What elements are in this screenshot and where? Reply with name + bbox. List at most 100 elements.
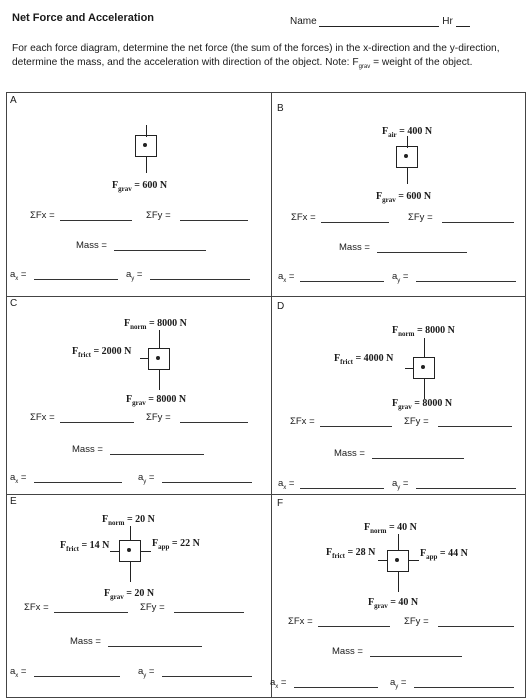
panel-c-ay-input[interactable] (162, 482, 252, 483)
panel-e-mass-label: Mass = (70, 636, 101, 647)
panel-a-fgrav: Fgrav = 600 N (112, 180, 168, 193)
name-input[interactable] (319, 16, 440, 27)
panel-f-normal-arrow (398, 534, 399, 550)
panel-a-ax-input[interactable] (34, 279, 118, 280)
panel-e-fapp: Fapp = 22 N (152, 538, 200, 551)
panel-f-object (387, 550, 409, 572)
panel-a-mass-label: Mass = (76, 240, 107, 251)
panel-b-fgrav: Fgrav = 600 N (376, 191, 432, 204)
panel-b-air-arrow (407, 136, 408, 148)
instructions: For each force diagram, determine the ne… (12, 43, 500, 71)
panel-d-ax-label: ax = (278, 478, 295, 491)
panel-c-sfx-input[interactable] (60, 422, 134, 423)
panel-d-friction-arrow (405, 368, 413, 369)
panel-b-sfy-input[interactable] (442, 222, 514, 223)
panel-a-sfx-input[interactable] (60, 220, 132, 221)
panel-a-ax-label: ax = (10, 269, 27, 282)
panel-f-ax-input[interactable] (294, 687, 378, 688)
panel-d-fnorm: Fnorm = 8000 N (392, 325, 455, 338)
panel-b-ay-label: ay = (392, 271, 409, 284)
panel-a-sfy-input[interactable] (180, 220, 248, 221)
panel-c-normal-arrow (159, 330, 160, 348)
panel-c-ffrict: Ffrict = 2000 N (72, 346, 132, 359)
panel-a-gravity-arrow (146, 157, 147, 173)
hr-input[interactable] (455, 16, 470, 27)
panel-c-mass-input[interactable] (110, 454, 204, 455)
panel-b-sfy-label: ΣFy = (408, 212, 433, 223)
panel-b-fair: Fair = 400 N (382, 126, 433, 139)
panel-e-ax-input[interactable] (34, 676, 120, 677)
panel-d-ffrict: Ffrict = 4000 N (334, 353, 394, 366)
panel-a-ay-label: ay = (126, 269, 143, 282)
panel-f-label: F (277, 498, 284, 509)
panel-d-normal-arrow (424, 338, 425, 358)
name-label: Name (290, 16, 317, 27)
panel-d-fgrav: Fgrav = 8000 N (392, 398, 453, 411)
panel-c-sfx-label: ΣFx = (30, 412, 55, 423)
panel-b-sfx-input[interactable] (321, 222, 389, 223)
panel-e-applied-arrow (141, 551, 151, 552)
panel-b-mass-label: Mass = (339, 242, 370, 253)
panel-f-sfx-input[interactable] (318, 626, 390, 627)
panel-e-object (119, 540, 141, 562)
panel-f-fapp: Fapp = 44 N (420, 548, 468, 561)
grid-divider-2 (6, 494, 526, 495)
panel-e-gravity-arrow (130, 562, 131, 582)
panel-a-mass-input[interactable] (114, 250, 206, 251)
panel-e-ffrict: Ffrict = 14 N (60, 540, 110, 553)
panel-b-ax-label: ax = (278, 271, 295, 284)
panel-d-label: D (277, 301, 285, 312)
panel-e-sfy-label: ΣFy = (140, 602, 165, 613)
panel-f-fnorm: Fnorm = 40 N (364, 522, 417, 535)
worksheet-title: Net Force and Acceleration (12, 12, 155, 24)
panel-b-sfx-label: ΣFx = (291, 212, 316, 223)
panel-e-normal-arrow (130, 526, 131, 540)
panel-f-ax-label: ax = (270, 677, 287, 690)
panel-f-sfy-label: ΣFy = (404, 616, 429, 627)
panel-b-mass-input[interactable] (377, 252, 467, 253)
panel-c-gravity-arrow (159, 370, 160, 390)
panel-f-mass-input[interactable] (370, 656, 462, 657)
panel-a-ay-input[interactable] (150, 279, 250, 280)
panel-d-ay-input[interactable] (416, 488, 516, 489)
panel-f-ffrict: Ffrict = 28 N (326, 547, 376, 560)
panel-f-ay-input[interactable] (414, 687, 514, 688)
panel-f-friction-arrow (378, 560, 387, 561)
panel-d-gravity-arrow (424, 379, 425, 399)
panel-e-label: E (10, 496, 17, 507)
panel-c-mass-label: Mass = (72, 444, 103, 455)
panel-c-ax-input[interactable] (34, 482, 122, 483)
panel-b-ay-input[interactable] (416, 281, 516, 282)
panel-d-sfx-input[interactable] (320, 426, 392, 427)
panel-c-sfy-label: ΣFy = (146, 412, 171, 423)
panel-e-ax-label: ax = (10, 666, 27, 679)
panel-f-sfy-input[interactable] (438, 626, 514, 627)
panel-d-mass-input[interactable] (372, 458, 464, 459)
panel-d-object (413, 357, 435, 379)
panel-b-ax-input[interactable] (300, 281, 384, 282)
panel-e-ay-input[interactable] (162, 676, 252, 677)
panel-d-sfx-label: ΣFx = (290, 416, 315, 427)
panel-a-label: A (10, 95, 17, 106)
panel-e-sfx-label: ΣFx = (24, 602, 49, 613)
panel-e-friction-arrow (110, 551, 119, 552)
panel-e-sfy-input[interactable] (174, 612, 244, 613)
panel-grid (6, 92, 526, 698)
panel-f-applied-arrow (409, 560, 419, 561)
panel-c-ay-label: ay = (138, 472, 155, 485)
panel-f-fgrav: Fgrav = 40 N (368, 597, 419, 610)
panel-e-sfx-input[interactable] (54, 612, 128, 613)
panel-c-friction-arrow (140, 358, 148, 359)
panel-c-object (148, 348, 170, 370)
name-field: Name Hr (290, 16, 470, 27)
panel-d-ax-input[interactable] (300, 488, 384, 489)
panel-d-mass-label: Mass = (334, 448, 365, 459)
panel-e-ay-label: ay = (138, 666, 155, 679)
panel-e-mass-input[interactable] (108, 646, 202, 647)
panel-d-ay-label: ay = (392, 478, 409, 491)
panel-c-label: C (10, 298, 18, 309)
panel-c-fgrav: Fgrav = 8000 N (126, 394, 187, 407)
panel-f-mass-label: Mass = (332, 646, 363, 657)
panel-c-sfy-input[interactable] (180, 422, 248, 423)
panel-d-sfy-input[interactable] (438, 426, 512, 427)
